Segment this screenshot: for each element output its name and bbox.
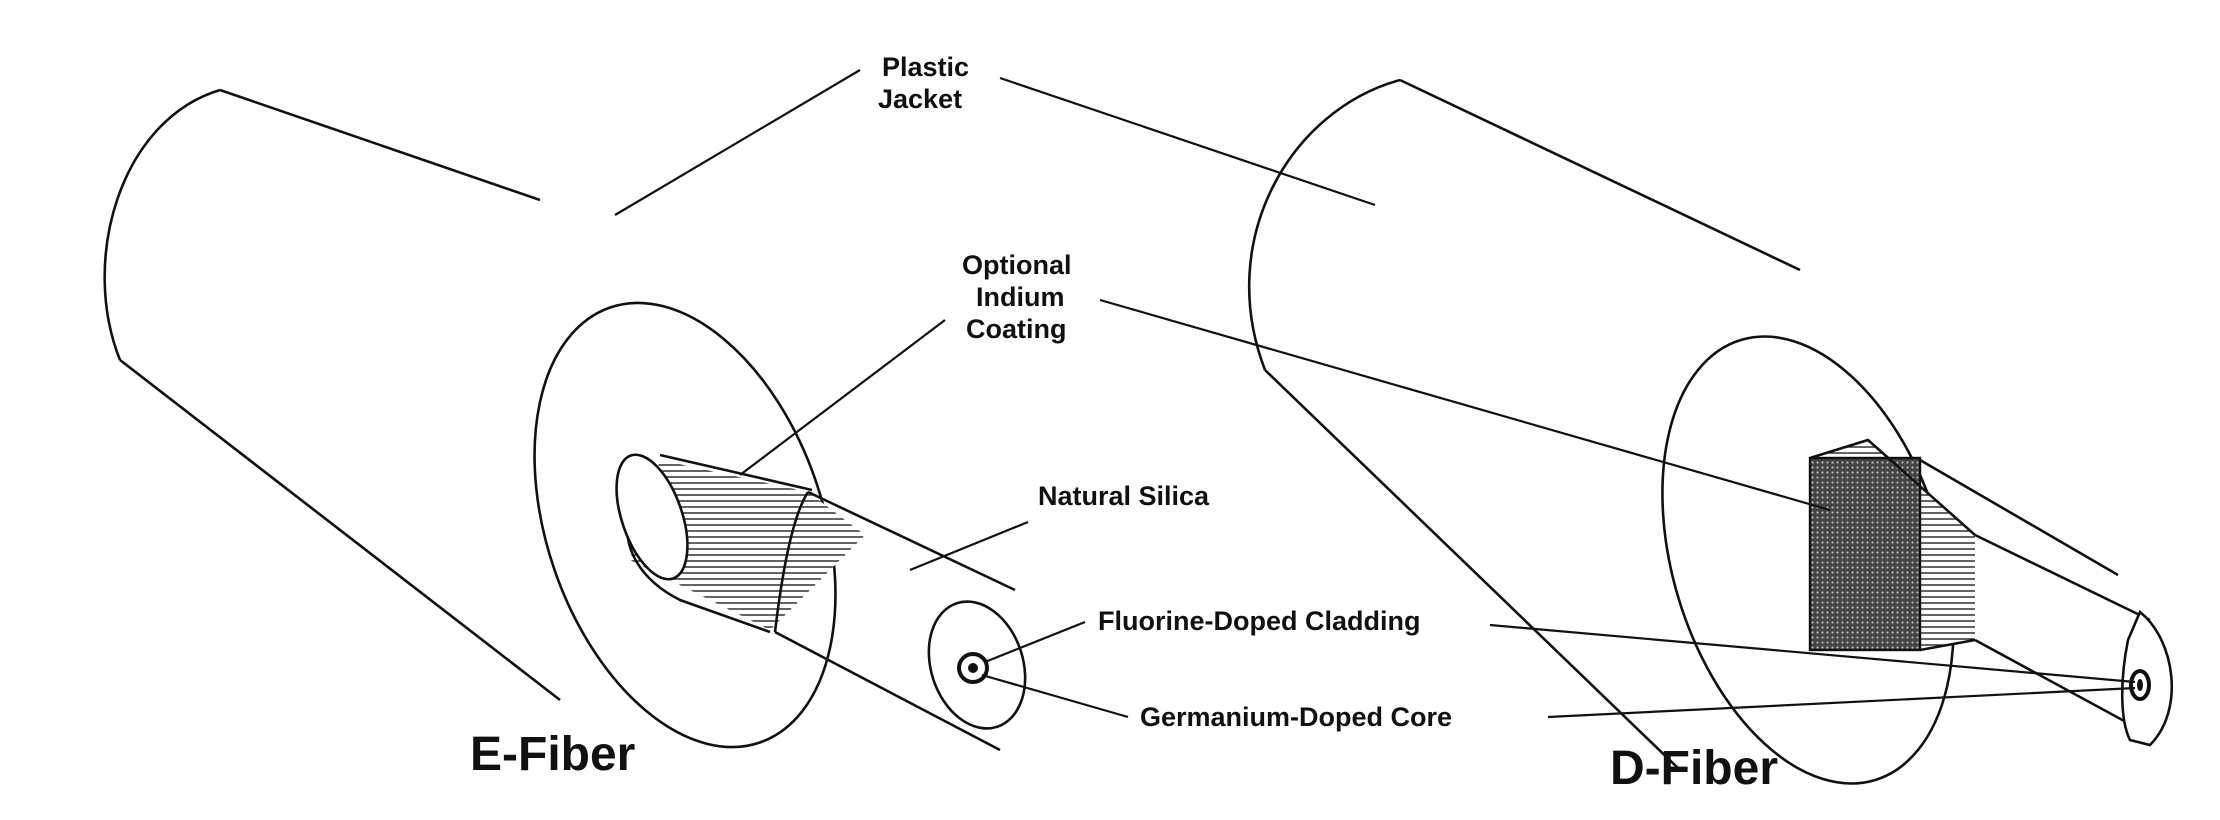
d-fiber-assembly [1248,78,2173,785]
leader-lines [614,69,2136,719]
title-e-fiber: E-Fiber [470,728,635,781]
label-indium-line3: Coating [966,314,1067,344]
leader-indium-e [739,319,946,476]
label-indium-line1: Optional [962,250,1072,280]
leader-natural-silica [909,520,1029,572]
label-plastic-jacket-line2: Jacket [878,84,962,114]
e-fiber-indium-coating [615,453,865,634]
d-fiber-indium-coating [1808,438,1976,652]
d-fiber-plastic-jacket [1248,78,1955,785]
e-fiber-plastic-jacket [103,88,837,749]
leader-indium-d [1099,298,1831,512]
title-d-fiber: D-Fiber [1610,742,1778,795]
label-fluorine-cladding: Fluorine-Doped Cladding [1098,606,1420,636]
d-fiber-germanium-core [2137,679,2143,691]
leader-cladding-e [984,620,1086,664]
leader-plastic-jacket-d [999,76,1376,207]
label-indium-line2: Indium [976,282,1065,312]
leader-cladding-d [1489,623,2136,684]
leader-core-d [1547,686,2136,719]
e-fiber-assembly [103,88,1027,752]
leader-plastic-jacket-e [614,69,861,216]
label-germanium-core: Germanium-Doped Core [1140,702,1452,732]
label-natural-silica: Natural Silica [1038,481,1210,511]
label-plastic-jacket-line1: Plastic [882,52,969,82]
labels: Plastic Jacket Optional Indium Coating N… [470,52,1778,795]
d-fiber-coating-face [1808,456,1922,652]
e-fiber-germanium-core [968,663,978,673]
leader-core-e [981,673,1129,719]
